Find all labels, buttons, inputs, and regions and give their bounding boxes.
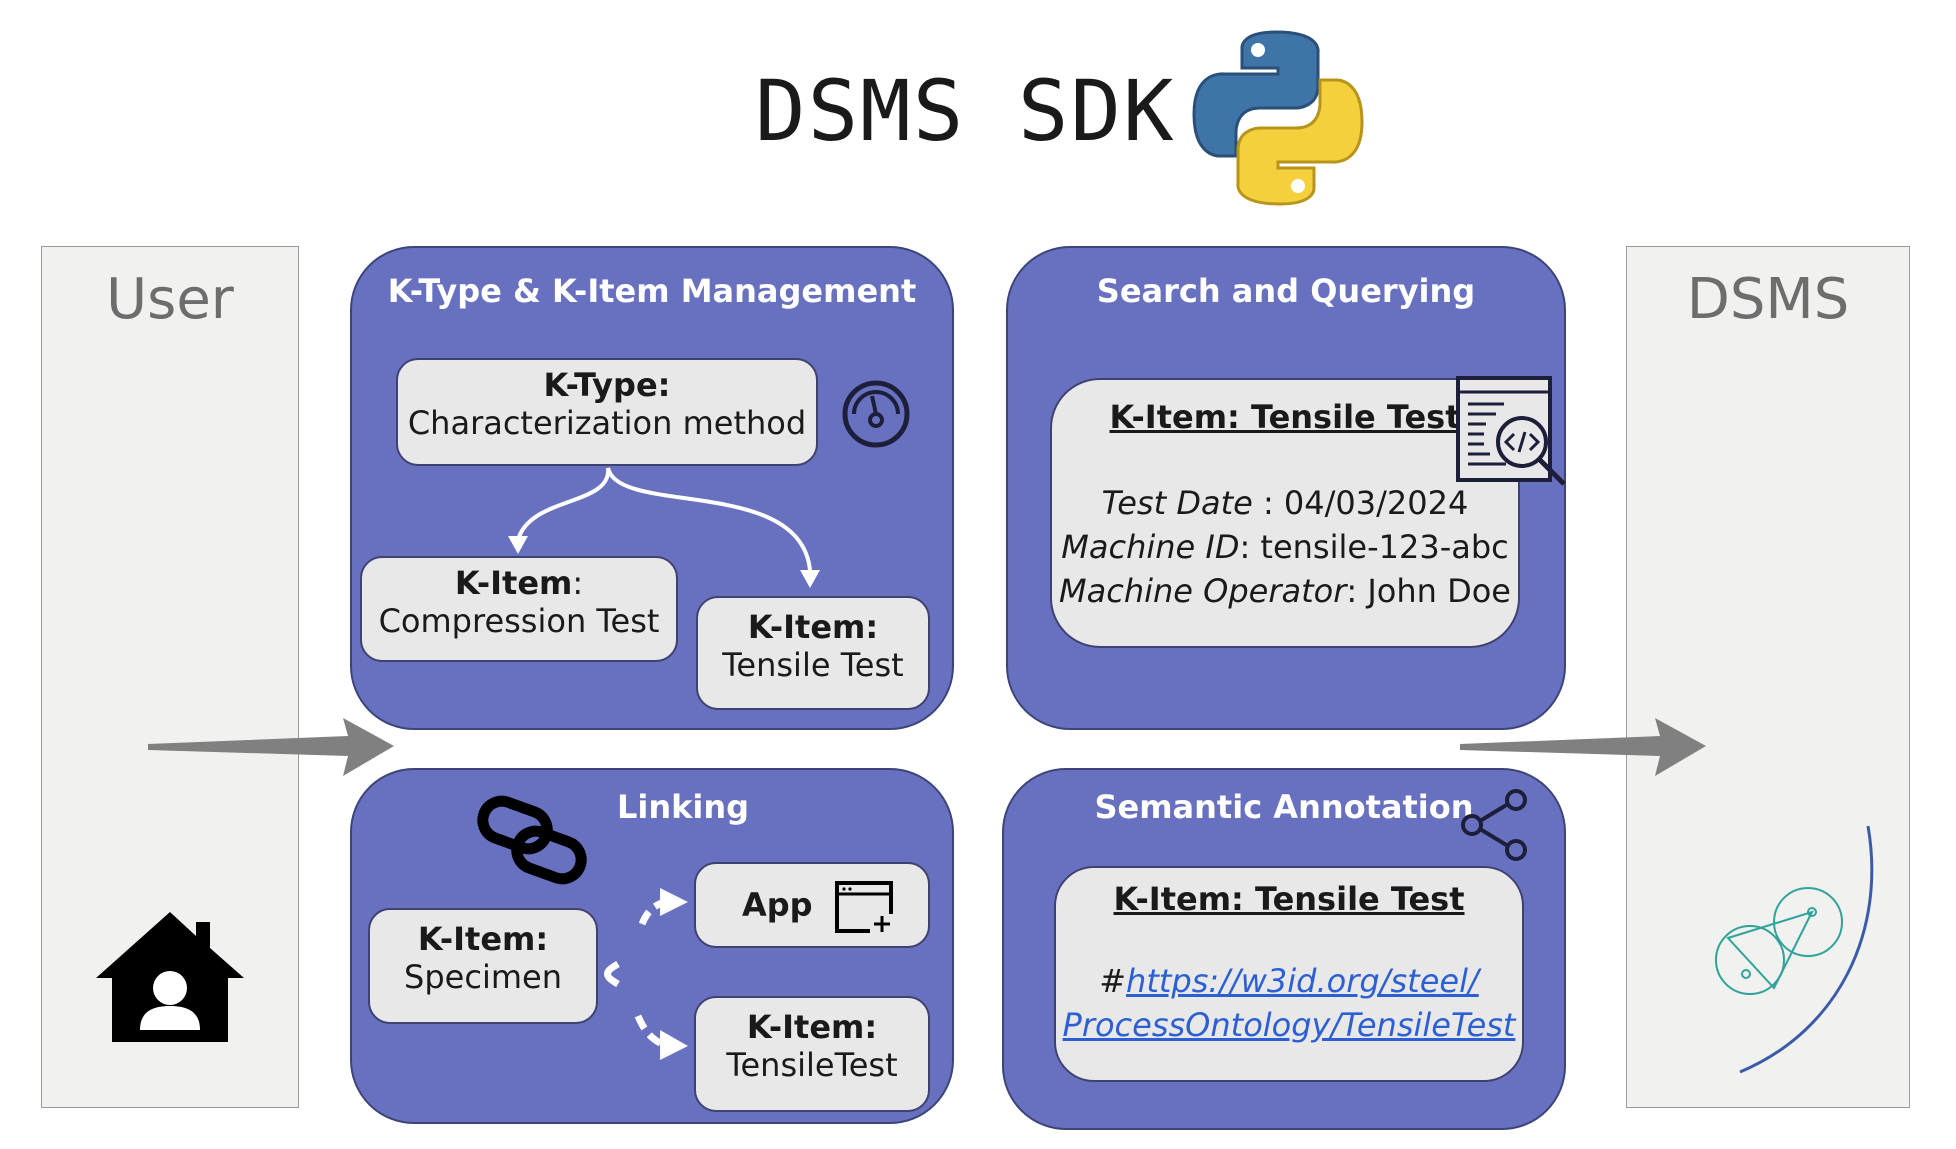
- arrow-into-dsms: [1460, 718, 1706, 776]
- field-machine-operator-value: John Doe: [1367, 572, 1511, 610]
- field-machine-id-sep: :: [1239, 528, 1261, 566]
- dsms-logo: [1715, 825, 1874, 1074]
- ktype-value: Characterization method: [407, 404, 807, 442]
- share-icon: [1461, 789, 1527, 861]
- code-search-icon: [1456, 376, 1566, 486]
- field-machine-operator-key: Machine Operator: [1059, 572, 1347, 610]
- kitem-compression-label-line: K-Item:: [362, 564, 676, 602]
- semantic-panel-title: Semantic Annotation: [1094, 788, 1474, 826]
- field-machine-id-key: Machine ID: [1061, 528, 1240, 566]
- gauge-icon: [842, 380, 910, 448]
- kitem-tensile-label: K-Item:: [747, 608, 879, 646]
- field-test-date-value: 04/03/2024: [1283, 484, 1469, 522]
- hash-symbol: #: [1099, 962, 1127, 1000]
- field-machine-id-value: tensile-123-abc: [1260, 528, 1509, 566]
- search-card-title: K-Item: Tensile Test: [1109, 398, 1461, 436]
- page-title: DSMS SDK: [755, 62, 1176, 160]
- arrow-into-sdk: [148, 718, 394, 776]
- ktype-branch-arrows: [508, 467, 820, 588]
- kitem-specimen-label: K-Item:: [417, 920, 549, 958]
- kitem-specimen-value: Specimen: [404, 958, 562, 996]
- app-window-add-icon: [835, 881, 894, 934]
- kitem-compression-label: K-Item: [454, 564, 573, 602]
- search-result-card[interactable]: K-Item: Tensile Test Test Date : 04/03/2…: [1050, 378, 1520, 648]
- kitem-tensiletest-card[interactable]: K-Item: TensileTest: [694, 996, 930, 1112]
- ontology-link-part2[interactable]: ProcessOntology/TensileTest: [1062, 1006, 1516, 1044]
- ontology-link-line2: ProcessOntology/TensileTest: [1056, 1006, 1522, 1044]
- kitem-compression-value: Compression Test: [378, 602, 660, 640]
- field-test-date-sep: :: [1252, 484, 1284, 522]
- ontology-link-part1[interactable]: https://w3id.org/steel/: [1126, 962, 1479, 1000]
- user-label: User: [106, 267, 234, 332]
- field-test-date-key: Test Date: [1101, 484, 1253, 522]
- search-panel-title: Search and Querying: [1096, 272, 1476, 310]
- kitem-tensiletest-label: K-Item:: [746, 1008, 878, 1046]
- kitem-compression-card[interactable]: K-Item: Compression Test: [360, 556, 678, 662]
- kitem-specimen-card[interactable]: K-Item: Specimen: [368, 908, 598, 1024]
- house-person-icon: [96, 912, 244, 1042]
- ktype-label: K-Type:: [543, 366, 671, 404]
- field-machine-id: Machine ID: tensile-123-abc: [1052, 528, 1518, 566]
- kitem-tensile-value: Tensile Test: [722, 646, 904, 684]
- app-label: App: [742, 886, 813, 924]
- chain-link-icon: [477, 795, 587, 885]
- semantic-card-title: K-Item: Tensile Test: [1113, 880, 1465, 918]
- field-test-date: Test Date : 04/03/2024: [1052, 484, 1518, 522]
- field-machine-operator-sep: :: [1346, 572, 1368, 610]
- dsms-label: DSMS: [1686, 267, 1850, 332]
- semantic-card[interactable]: K-Item: Tensile Test #https://w3id.org/s…: [1054, 866, 1524, 1082]
- linking-panel-title: Linking: [616, 788, 750, 826]
- kitem-compression-colon: :: [572, 564, 584, 602]
- kitem-tensile-card[interactable]: K-Item: Tensile Test: [696, 596, 930, 710]
- link-arrows: [604, 888, 688, 1060]
- kitem-tensiletest-value: TensileTest: [726, 1046, 898, 1084]
- field-machine-operator: Machine Operator: John Doe: [1052, 572, 1518, 610]
- dsms-panel: DSMS: [1626, 246, 1910, 1108]
- ktype-panel-title: K-Type & K-Item Management: [387, 272, 917, 310]
- python-logo: [1192, 30, 1364, 206]
- ontology-link-line1: #https://w3id.org/steel/: [1056, 962, 1522, 1000]
- ktype-card[interactable]: K-Type: Characterization method: [396, 358, 818, 466]
